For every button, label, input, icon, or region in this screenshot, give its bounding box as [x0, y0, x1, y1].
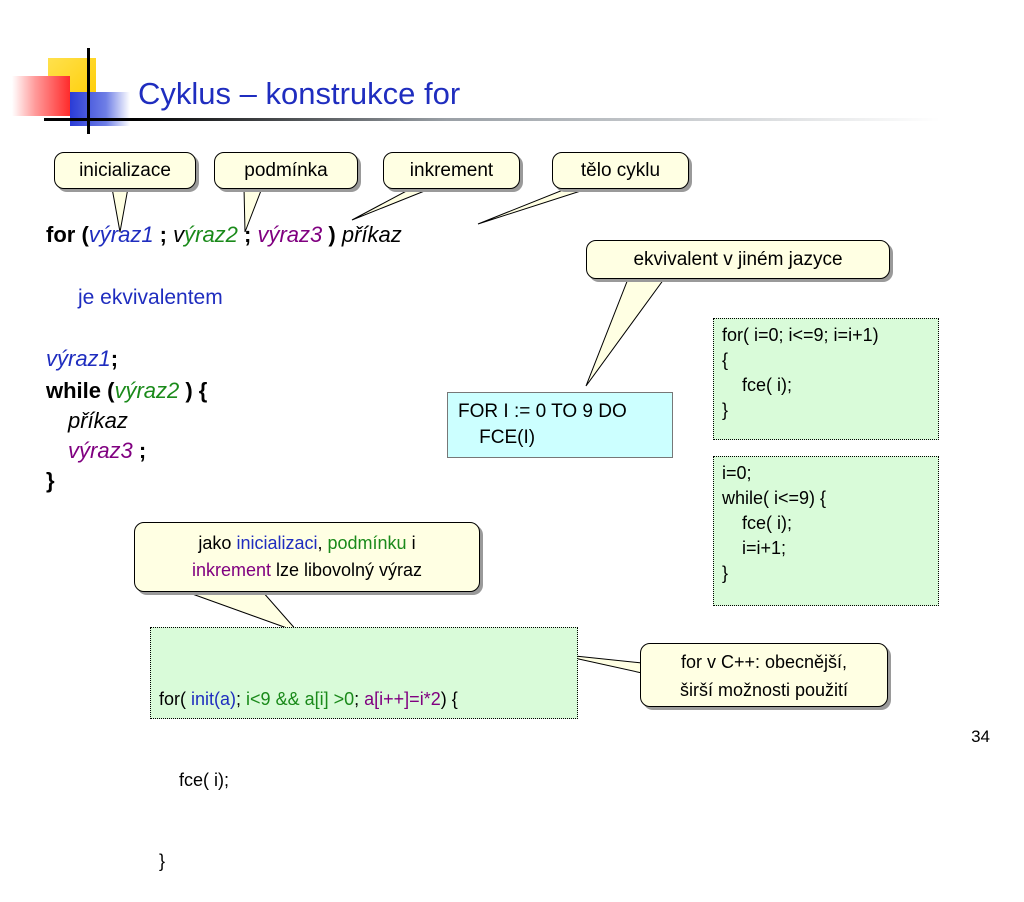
pascal-code-box: FOR I := 0 TO 9 DO FCE(I) — [447, 392, 673, 458]
separator: ; — [237, 222, 258, 247]
note-initialization: inicializaci — [236, 533, 318, 553]
expr3: výraz3 — [257, 222, 323, 247]
note-callout: jako inicializaci, podmínku i inkrement … — [134, 522, 480, 592]
close-paren: ) — [322, 222, 342, 247]
for-syntax-line: for (výraz1 ; výraz2 ; výraz3 ) příkaz — [46, 222, 402, 248]
logo-vertical-line — [87, 48, 90, 134]
expr3: výraz3 — [68, 438, 133, 463]
note-increment: inkrement — [191, 560, 271, 580]
logo-red-square — [12, 76, 70, 116]
cpp-line-1: for( init(a); i<9 && a[i] >0; a[i++]=i*2… — [159, 686, 569, 713]
expr2: výraz2 — [114, 378, 180, 403]
cpp-line-2: fce( i); — [159, 770, 230, 790]
separator: ; — [153, 222, 174, 247]
cpp-code-box: for( init(a); i<9 && a[i] >0; a[i++]=i*2… — [150, 627, 578, 871]
expr1: výraz1 — [46, 346, 111, 371]
for-keyword: for ( — [46, 222, 89, 247]
cpp-increment: a[i++]=i*2 — [364, 689, 441, 709]
label-loop-body: tělo cyklu — [552, 152, 689, 189]
expr2: ýraz2 — [184, 222, 238, 247]
cpp-label-line-2: širší možnosti použití — [679, 680, 849, 700]
semicolon: ; — [132, 438, 147, 463]
while-line-4: výraz3 ; — [68, 438, 146, 464]
cpp-condition: i<9 && a[i] >0 — [246, 689, 355, 709]
callout-pointers — [111, 187, 665, 674]
code-text: for( — [159, 689, 192, 709]
expr2-v: v — [173, 222, 185, 247]
title-underline — [44, 118, 940, 121]
note-text: , — [317, 533, 328, 553]
code-text: ; — [354, 689, 365, 709]
pointer-other-lang — [585, 278, 665, 387]
cpp-init: init(a) — [191, 689, 237, 709]
cpp-label-callout: for v C++: obecnější, širší možnosti pou… — [640, 643, 888, 707]
c-for-code-box: for( i=0; i<=9; i=i+1) { fce( i); } — [713, 318, 939, 440]
c-while-code-box: i=0; while( i<=9) { fce( i); i=i+1; } — [713, 456, 939, 606]
cpp-line-3: } — [159, 851, 166, 871]
while-line-5: } — [46, 468, 55, 493]
label-condition: podmínka — [214, 152, 358, 189]
pointer-incr — [351, 187, 433, 221]
page-number: 34 — [971, 727, 990, 746]
while-line-2: while (výraz2 ) { — [46, 378, 207, 404]
statement: příkaz — [341, 222, 402, 247]
label-increment: inkrement — [383, 152, 520, 189]
code-text: ) { — [440, 689, 458, 709]
expr1: výraz1 — [88, 222, 154, 247]
note-condition: podmínku — [327, 533, 407, 553]
note-text: i — [406, 533, 416, 553]
pointer-note — [183, 590, 299, 633]
code-text: ; — [236, 689, 247, 709]
pointer-body — [477, 187, 591, 225]
while-line-3: příkaz — [68, 408, 128, 433]
while-line-1: výraz1; — [46, 346, 118, 372]
close-brace-open: ) { — [179, 378, 208, 403]
equivalent-text: je ekvivalentem — [78, 286, 223, 309]
note-text: jako — [198, 533, 237, 553]
while-keyword: while ( — [46, 378, 115, 403]
semicolon: ; — [110, 346, 119, 371]
label-other-language: ekvivalent v jiném jazyce — [586, 240, 890, 279]
label-initialization: inicializace — [54, 152, 196, 189]
cpp-label-line-1: for v C++: obecnější, — [680, 652, 848, 672]
slide-title: Cyklus – konstrukce for — [138, 76, 461, 111]
note-text: lze libovolný výraz — [270, 560, 423, 580]
